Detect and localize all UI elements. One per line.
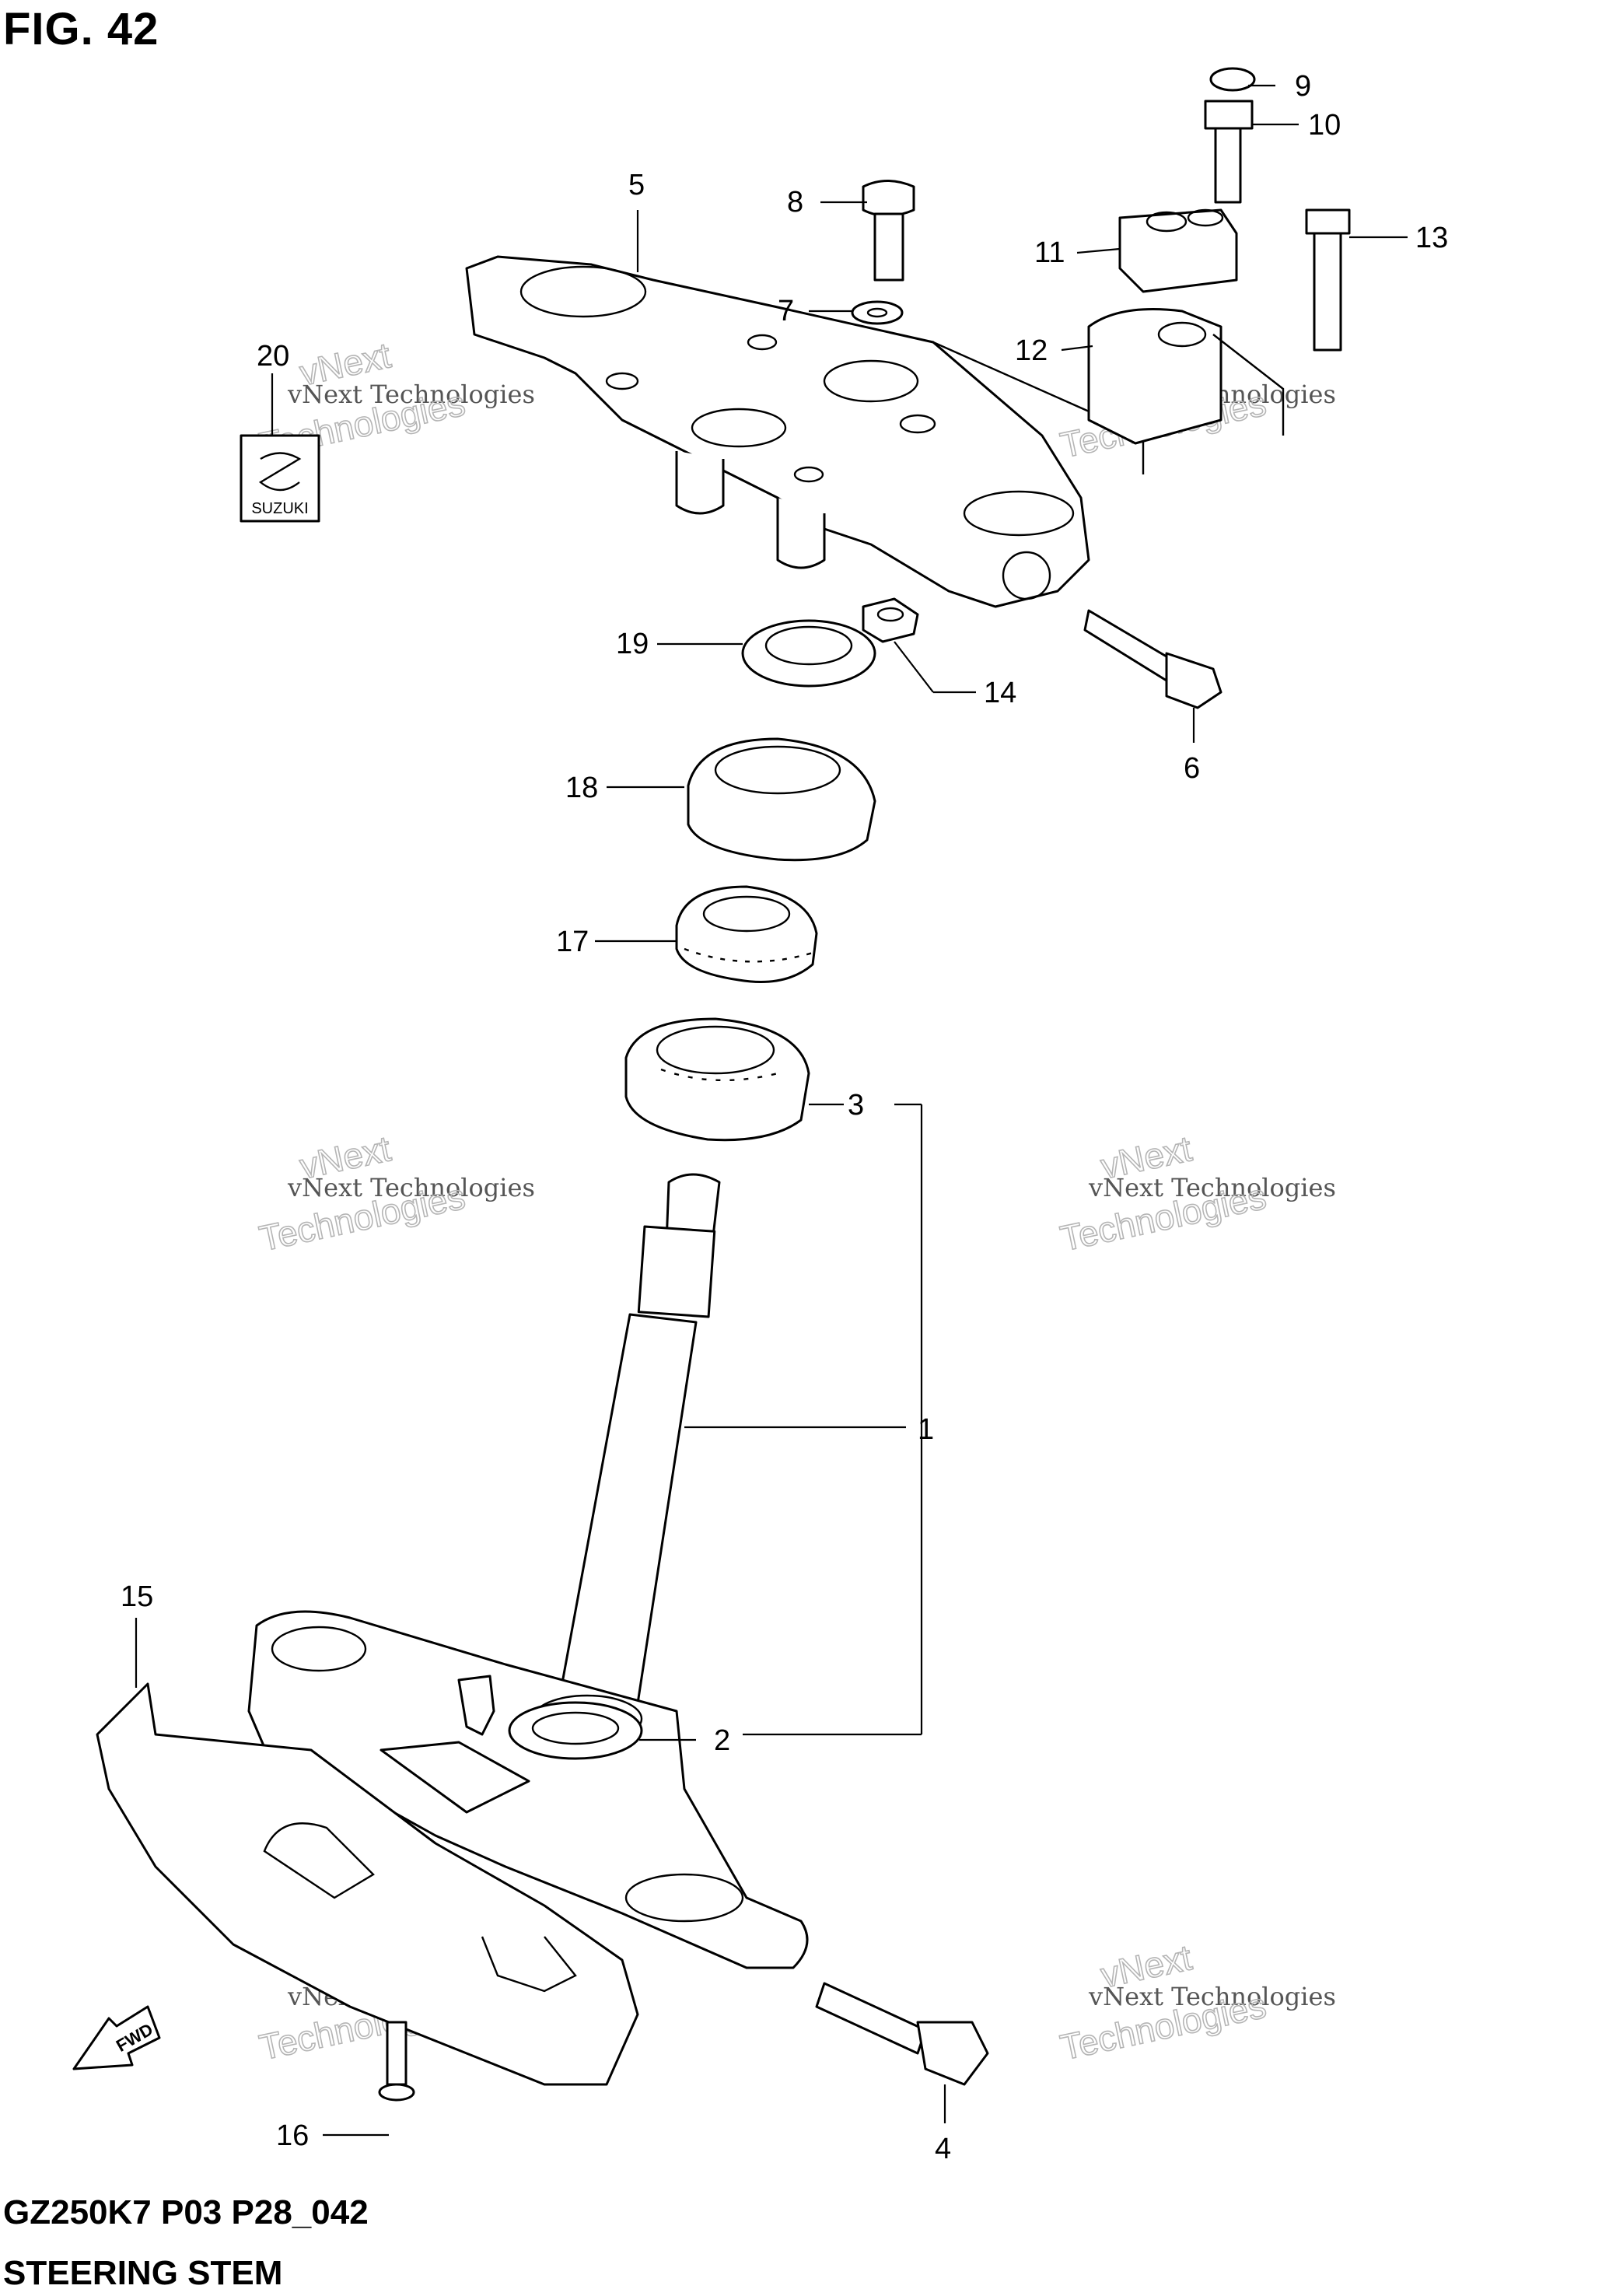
part-washer-7: [851, 300, 904, 325]
part-locknut-19: [741, 619, 876, 688]
callout-11: 11: [1034, 236, 1065, 269]
part-upper-bracket: [465, 255, 1145, 608]
part-race-3: [624, 1017, 810, 1142]
leader-lines: [135, 84, 1408, 2137]
callout-2: 2: [714, 1724, 730, 1757]
part-nut-14: [862, 597, 919, 643]
watermark-line1: vNext Technologies: [1088, 1982, 1336, 2011]
diagram-caption: STEERING STEM: [3, 2254, 283, 2292]
callout-8: 8: [787, 186, 803, 219]
part-steering-stem-1: [558, 1173, 721, 1705]
part-seal-18: [687, 737, 876, 862]
watermark-line1: vNext Technologies: [287, 380, 535, 409]
part-clamp-11: [1118, 208, 1238, 293]
callout-labels: 1 2 3 4 5 6 7 8 9 10 11 12 13 14 15 16 1…: [121, 70, 1448, 2165]
part-bearing-17: [675, 885, 818, 983]
part-bolt-13: [1305, 208, 1351, 352]
callout-10: 10: [1308, 109, 1341, 142]
callout-1: 1: [918, 1413, 934, 1446]
emblem-text: SUZUKI: [251, 500, 308, 517]
part-clamp-12: [1087, 308, 1285, 445]
callout-16: 16: [276, 2119, 309, 2152]
watermark-line1: vNext Technologies: [287, 1173, 535, 1202]
part-cover-15: [96, 1682, 639, 2086]
callout-7: 7: [778, 295, 794, 327]
callout-17: 17: [556, 926, 589, 958]
callout-20: 20: [257, 340, 289, 373]
part-bolt-6: [1083, 609, 1222, 709]
callout-15: 15: [121, 1580, 153, 1613]
part-lower-bracket-15: [247, 1610, 809, 1969]
fwd-arrow-icon: FWD: [72, 2005, 161, 2070]
watermark-line1: vNext Technologies: [1088, 1173, 1336, 1202]
part-screw-16: [378, 2021, 415, 2102]
part-bolt-10: [1204, 100, 1254, 204]
callout-4: 4: [935, 2133, 951, 2165]
part-cap-9: [1209, 67, 1256, 92]
diagram-code: GZ250K7 P03 P28_042: [3, 2193, 369, 2231]
part-bolt-8: [862, 180, 915, 282]
callout-3: 3: [848, 1089, 864, 1122]
callout-5: 5: [628, 169, 645, 201]
callout-6: 6: [1184, 752, 1200, 785]
callout-9: 9: [1295, 70, 1311, 103]
callout-14: 14: [984, 677, 1016, 709]
callout-19: 19: [616, 628, 649, 660]
callout-12: 12: [1015, 334, 1048, 367]
part-emblem-20: SUZUKI: [240, 434, 320, 523]
callout-18: 18: [565, 772, 598, 804]
figure-title: FIG. 42: [3, 4, 159, 54]
part-dust-seal-2: [508, 1701, 643, 1760]
part-bolt-4: [815, 1982, 989, 2086]
callout-13: 13: [1415, 222, 1448, 254]
